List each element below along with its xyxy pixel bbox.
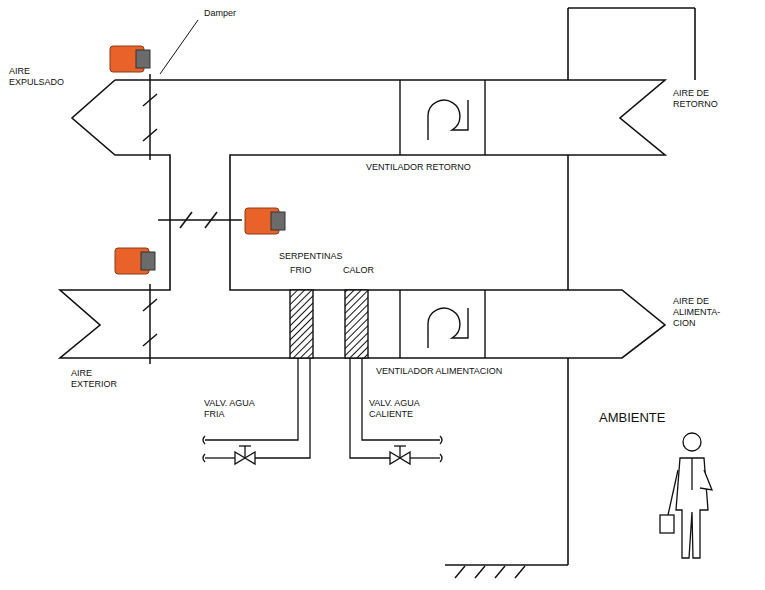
air-label: AIRE EXTERIOR — [70, 368, 130, 390]
callout-label: Damper — [203, 8, 237, 19]
damper-actuator — [141, 252, 155, 270]
valve-symbol — [394, 445, 406, 446]
duct — [170, 154, 230, 291]
floor — [515, 566, 525, 578]
coil — [290, 290, 368, 358]
person-figure — [691, 458, 692, 490]
person-figure — [700, 470, 712, 490]
fan — [400, 80, 485, 358]
floor — [475, 566, 485, 578]
fan — [428, 308, 468, 348]
damper-blade — [149, 284, 151, 364]
fan — [399, 290, 400, 358]
person-figure — [660, 433, 712, 558]
coil — [290, 290, 313, 358]
damper-blade — [143, 129, 157, 141]
leader-line — [160, 20, 198, 74]
damper-blade — [143, 94, 157, 106]
damper-actuator — [110, 46, 285, 274]
fan — [484, 290, 485, 358]
person-figure — [668, 470, 678, 515]
water-pipe — [410, 457, 440, 458]
person-figure — [676, 458, 708, 558]
valve-label: VALV. AGUA CALIENTE — [368, 398, 434, 420]
valve-symbol — [399, 446, 400, 458]
person-figure — [660, 515, 674, 533]
water-pipe — [205, 457, 235, 458]
water-pipe — [440, 436, 442, 462]
fan-label: VENTILADOR ALIMENTACION — [375, 366, 503, 377]
duct — [72, 80, 665, 155]
valve-symbol — [400, 452, 410, 464]
fan — [484, 80, 485, 155]
damper-blade — [143, 334, 157, 346]
damper-blade — [143, 299, 157, 311]
damper-blade — [158, 219, 242, 221]
coil-label: FRIO — [289, 265, 313, 276]
coil — [345, 290, 368, 358]
water-pipe — [255, 358, 310, 458]
person-figure — [683, 433, 701, 451]
room-wall — [568, 7, 695, 9]
floor — [495, 566, 505, 578]
valve-symbol — [390, 452, 400, 464]
damper-actuator — [271, 212, 285, 230]
water-pipe — [203, 436, 205, 462]
damper-blade — [149, 74, 151, 160]
fan-label: VENTILADOR RETORNO — [365, 162, 472, 173]
air-label: AIRE DE ALIMENTA- CION — [672, 296, 732, 329]
damper-blade — [205, 212, 217, 228]
floor — [455, 566, 465, 578]
fan — [428, 100, 468, 140]
valve-label: VALV. AGUA FRIA — [203, 398, 263, 420]
damper-blade — [180, 212, 192, 228]
coil-label: CALOR — [342, 265, 375, 276]
floor — [445, 565, 568, 578]
damper-blade — [143, 74, 242, 364]
room-wall — [694, 8, 696, 80]
valve-symbol — [235, 446, 410, 464]
air-label: AIRE DE RETORNO — [672, 88, 736, 110]
damper-actuator — [136, 50, 150, 68]
air-label: AIRE EXPULSADO — [8, 66, 68, 88]
valve-symbol — [239, 445, 251, 446]
valve-symbol — [235, 452, 245, 464]
coil-label: SERPENTINAS — [278, 251, 344, 262]
valve-symbol — [244, 446, 245, 458]
valve-symbol — [245, 452, 255, 464]
room-label: AMBIENTE — [598, 410, 666, 425]
fan — [399, 80, 400, 155]
floor — [445, 564, 568, 565]
